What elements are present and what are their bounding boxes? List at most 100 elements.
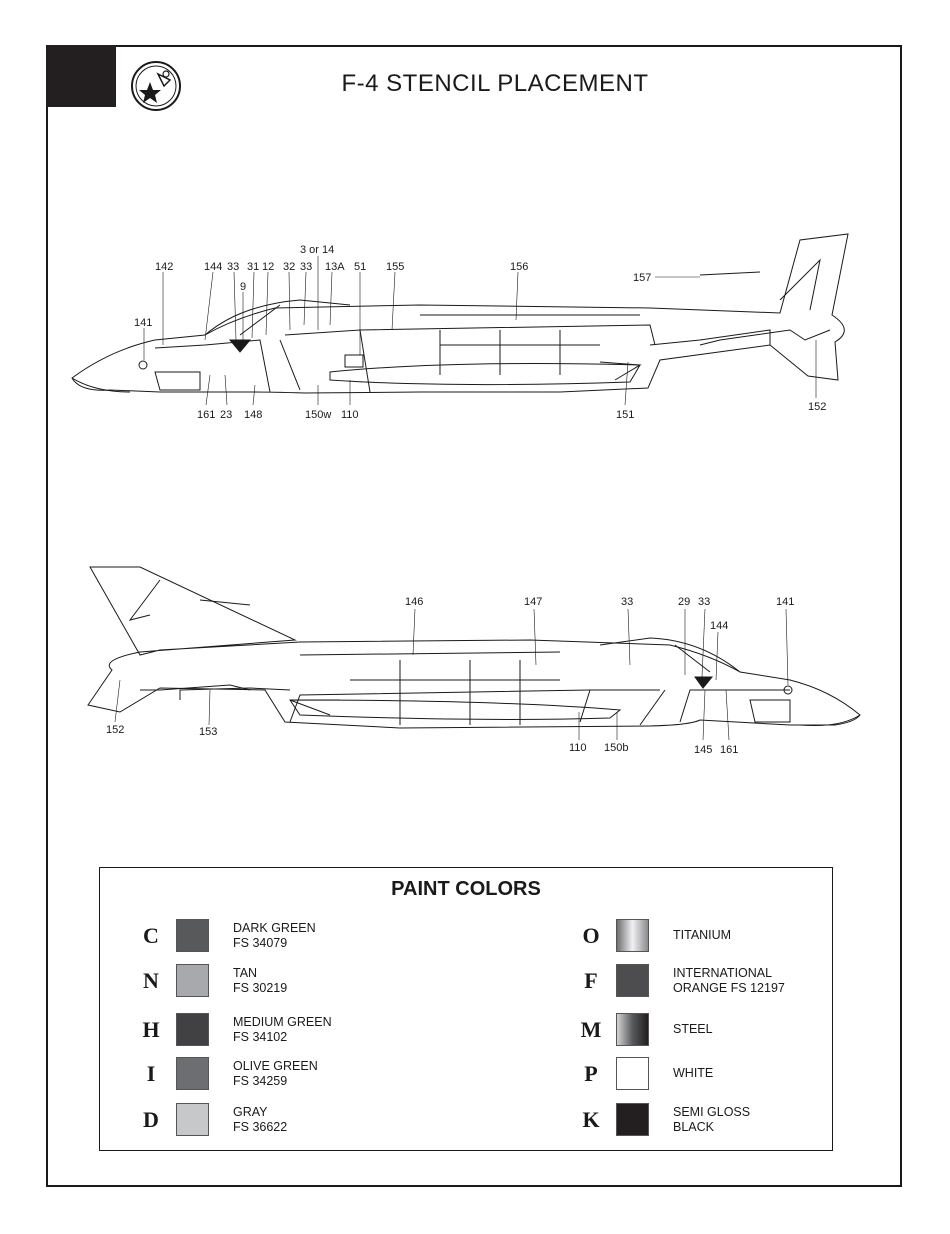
color-code: F (584, 967, 598, 993)
color-swatch (616, 919, 649, 952)
top-aircraft-profile (71, 233, 849, 394)
color-swatch (176, 1057, 209, 1090)
callout: 13A (325, 261, 345, 273)
top-callouts: 142 144 33 31 12 32 33 13A 51 155 156 15… (134, 244, 826, 421)
color-swatch (616, 1057, 649, 1090)
color-code: H (142, 1016, 160, 1042)
callout: 12 (262, 261, 274, 273)
callout: 152 (808, 401, 826, 413)
color-name-line: GRAY (233, 1104, 268, 1119)
callout: 32 (283, 261, 295, 273)
brand-logo-icon (131, 61, 181, 111)
bottom-aircraft-profile (87, 566, 861, 729)
callout: 146 (405, 596, 423, 608)
color-name-line: TAN (233, 965, 258, 980)
callout: 144 (204, 261, 222, 273)
callout: 144 (710, 620, 728, 632)
color-code: K (582, 1106, 600, 1132)
paint-color-row: O TITANIUM (580, 919, 793, 952)
callout: 110 (341, 409, 359, 421)
callout: 33 (227, 261, 239, 273)
callout: 161 (720, 744, 738, 756)
callout: 150w (305, 409, 331, 421)
paint-color-row: M STEEL (580, 1013, 793, 1046)
color-code: D (143, 1106, 159, 1132)
color-name-line: SEMI GLOSS (673, 1104, 751, 1119)
page-title: F-4 STENCIL PLACEMENT (341, 70, 649, 97)
color-fs-number: BLACK (673, 1119, 714, 1134)
callout: 23 (220, 409, 232, 421)
color-name: WHITE (673, 1066, 793, 1081)
callout: 153 (199, 726, 217, 738)
callout: 155 (386, 261, 404, 273)
callout: 150b (604, 742, 628, 754)
color-code: I (146, 1060, 156, 1086)
callout: 110 (569, 742, 587, 754)
color-name-line: TITANIUM (673, 928, 732, 942)
paint-color-row: P WHITE (580, 1057, 793, 1090)
color-swatch (616, 964, 649, 997)
callout: 142 (155, 261, 173, 273)
callout: 147 (524, 596, 542, 608)
callout: 29 (678, 596, 690, 608)
color-swatch (616, 1103, 649, 1136)
color-code: N (143, 967, 159, 993)
color-code: P (584, 1060, 598, 1086)
callout: 33 (621, 596, 633, 608)
callout: 161 (197, 409, 215, 421)
callout: 9 (240, 281, 246, 293)
color-name-line: OLIVE GREEN (233, 1058, 318, 1073)
callout: 33 (300, 261, 312, 273)
callout: 151 (616, 409, 634, 421)
callout: 31 (247, 261, 259, 273)
corner-block (46, 45, 116, 107)
color-name: TITANIUM (673, 928, 793, 943)
color-name: STEEL (673, 1022, 793, 1037)
color-fs-number: FS 34259 (233, 1073, 288, 1088)
color-code: M (580, 1016, 602, 1042)
color-code: C (143, 922, 159, 948)
callout: 152 (106, 724, 124, 736)
color-swatch (176, 1103, 209, 1136)
color-name-line: MEDIUM GREEN (233, 1014, 332, 1029)
color-fs-number: ORANGE FS 12197 (673, 980, 785, 995)
color-code: O (582, 922, 600, 948)
callout: 145 (694, 744, 712, 756)
color-fs-number: FS 34079 (233, 935, 288, 950)
color-fs-number: FS 30219 (233, 980, 288, 995)
callout: 33 (698, 596, 710, 608)
color-swatch (176, 1013, 209, 1046)
page-frame (46, 45, 902, 1187)
callout: 148 (244, 409, 262, 421)
color-name-line: WHITE (673, 1066, 714, 1080)
color-name-line: DARK GREEN (233, 920, 316, 935)
color-swatch (176, 964, 209, 997)
callout: 157 (633, 272, 651, 284)
bottom-callouts: 146 147 33 29 33 141 144 152 153 110 150… (106, 596, 794, 756)
callout: 156 (510, 261, 528, 273)
callout: 3 or 14 (300, 244, 334, 256)
color-swatch (176, 919, 209, 952)
legend-title: PAINT COLORS (391, 878, 541, 900)
color-name-line: INTERNATIONAL (673, 965, 773, 980)
color-swatch (616, 1013, 649, 1046)
color-fs-number: FS 34102 (233, 1029, 288, 1044)
aircraft-diagrams: 142 144 33 31 12 32 33 13A 51 155 156 15… (71, 233, 861, 756)
callout: 141 (776, 596, 794, 608)
callout: 51 (354, 261, 366, 273)
